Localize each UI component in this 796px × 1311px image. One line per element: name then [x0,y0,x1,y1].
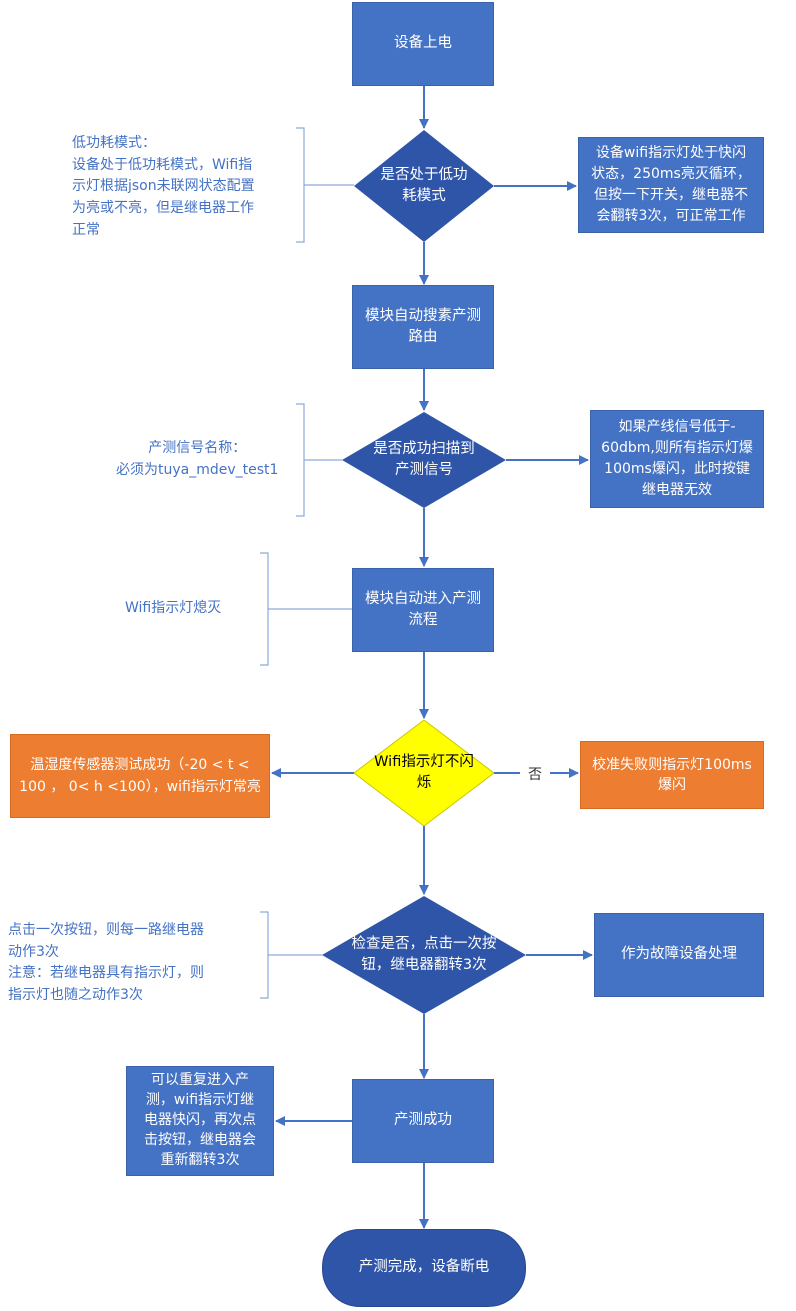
low-power-result-line: 设备wifi指示灯处于快闪 [595,145,747,161]
auto-search-line: 模块自动搜素产测 [365,307,481,324]
low-power-result-line: 状态，250ms亮灭循环， [591,166,751,182]
low-power-note: 低功耗模式： 设备处于低功耗模式，Wifi指 示灯根据json未联网状态配置 为… [72,133,255,241]
retest-line: 电器快闪，再次点 [144,1112,256,1129]
auto-search-line: 路由 [408,329,438,345]
retest-line: 可以重复进入产 [151,1072,249,1089]
relay-note: 点击一次按钮，则每一路继电器 动作3次 注意：若继电器具有指示灯，则 指示灯也随… [8,920,204,1007]
relay-decision-line: 检查是否，点击一次按 [351,935,497,952]
sensor-success-line: 100 ， 0< h <100），wifi指示灯常亮 [19,779,261,795]
low-power-result-line: 会翻转3次，可正常工作 [596,208,746,224]
signal-name-note-line: 必须为tuya_mdev_test1 [116,461,279,478]
relay-note-line: 指示灯也随之动作3次 [8,987,143,1004]
retest-line: 测，wifi指示灯继 [145,1092,255,1109]
enter-test-box: 模块自动进入产测 流程 [352,568,494,652]
no-branch-label: 否 [526,764,544,784]
low-power-note-line: 为亮或不亮，但是继电器工作 [72,200,254,217]
retest-line: 重新翻转3次 [160,1151,240,1168]
wifi-off-note-line: Wifi指示灯熄灭 [125,600,222,616]
scan-decision-text: 是否成功扫描到 产测信号 [352,434,496,486]
relay-note-line: 点击一次按钮，则每一路继电器 [8,922,204,938]
sensor-success-line: 温湿度传感器测试成功（-20 < t < [30,756,250,773]
wifi-off-note: Wifi指示灯熄灭 [125,598,221,620]
signal-result-line: 继电器无效 [642,482,712,498]
low-power-result-line: 但按一下开关，继电器不 [594,187,748,203]
signal-result-line: 100ms爆闪，此时按键 [604,461,750,477]
annotation-brackets [260,127,354,999]
branch-arrows [271,181,593,1126]
calib-fail-label: 校准失败则指示灯100ms爆闪 [592,756,752,793]
scan-decision-line: 是否成功扫描到 [373,440,475,457]
sensor-success-box: 温湿度传感器测试成功（-20 < t < 100 ， 0< h <100），wi… [10,734,270,818]
power-on-label: 设备上电 [394,35,452,52]
scan-decision-shape [342,412,506,508]
low-power-decision-line: 是否处于低功 [380,166,468,183]
low-power-note-line: 低功耗模式： [72,135,156,151]
done-label: 产测完成，设备断电 [358,1259,490,1276]
relay-note-line: 注意：若继电器具有指示灯，则 [8,965,204,982]
signal-result-line: 如果产线信号低于- [618,419,736,435]
low-power-note-line: 设备处于低功耗模式，Wifi指 [72,156,253,173]
auto-search-box: 模块自动搜素产测 路由 [352,285,494,369]
test-success-label: 产测成功 [394,1112,452,1129]
enter-test-line: 流程 [408,612,438,628]
signal-result-line: 60dbm,则所有指示灯爆 [601,440,753,456]
retest-box: 可以重复进入产 测，wifi指示灯继 电器快闪，再次点 击按钮，继电器会 重新翻… [126,1066,274,1176]
test-success-box: 产测成功 [352,1079,494,1163]
low-power-note-line: 正常 [72,221,100,238]
relay-note-line: 动作3次 [8,943,59,960]
relay-decision-shape [322,896,526,1014]
retest-line: 击按钮，继电器会 [144,1131,256,1148]
calib-fail-box: 校准失败则指示灯100ms爆闪 [580,741,764,809]
power-on-box: 设备上电 [352,2,494,86]
wifi-decision-text: Wifi指示灯不闪 烁 [360,747,488,799]
relay-decision-line: 钮，继电器翻转3次 [361,957,487,973]
signal-name-note-line: 产测信号名称： [148,440,247,456]
low-power-decision-text: 是否处于低功 耗模式 [358,160,490,212]
wifi-decision-line: 烁 [416,775,432,791]
scan-decision-line: 产测信号 [395,462,453,478]
fault-box: 作为故障设备处理 [594,913,764,997]
enter-test-line: 模块自动进入产测 [365,590,481,607]
signal-result-box: 如果产线信号低于- 60dbm,则所有指示灯爆 100ms爆闪，此时按键 继电器… [590,410,764,508]
relay-decision-text: 检查是否，点击一次按 钮，继电器翻转3次 [334,929,514,981]
low-power-decision-line: 耗模式 [402,188,446,204]
low-power-decision-shape [354,130,494,242]
done-terminal: 产测完成，设备断电 [322,1229,526,1307]
low-power-result-box: 设备wifi指示灯处于快闪 状态，250ms亮灭循环， 但按一下开关，继电器不 … [578,137,764,233]
low-power-note-line: 示灯根据json未联网状态配置 [72,178,255,195]
fault-label: 作为故障设备处理 [621,946,737,963]
wifi-decision-line: Wifi指示灯不闪 [374,753,474,770]
signal-name-note: 产测信号名称： 必须为tuya_mdev_test1 [116,438,278,481]
